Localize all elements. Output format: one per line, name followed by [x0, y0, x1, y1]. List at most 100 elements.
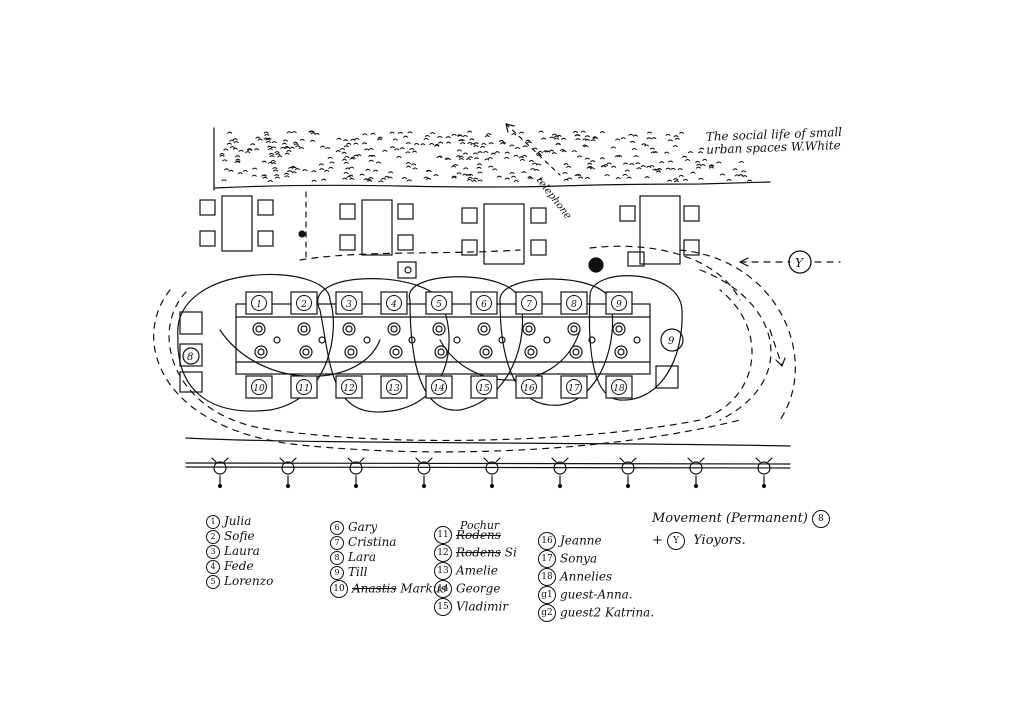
sidewalk	[185, 437, 791, 489]
yioyors-prefix: +	[652, 533, 663, 548]
yioyors-label: Yioyors.	[693, 533, 746, 548]
seat-row-top: 1 2 3 4 5 6 7 8 9	[245, 291, 633, 315]
seat: 14	[425, 375, 453, 399]
seat-number: 7	[526, 300, 532, 310]
legend-name: Lara	[348, 550, 377, 564]
legend-number: 16	[538, 532, 556, 550]
key: Movement (Permanent) 8 + Y Yioyors.	[652, 508, 834, 552]
legend-number: 17	[538, 550, 556, 568]
legend-name: guest2 Katrina.	[560, 605, 655, 620]
legend-name: Si	[504, 545, 517, 560]
svg-text:Y: Y	[795, 256, 804, 270]
legend-correction: Pochur	[460, 518, 500, 532]
legend-number: 9	[330, 565, 344, 580]
seat: 17	[560, 375, 588, 399]
legend-name: Vladimir	[456, 599, 509, 614]
legend-number: g2	[538, 604, 556, 622]
seat: 16	[515, 375, 543, 399]
seat-number: 4	[390, 300, 397, 310]
seat: 7	[515, 291, 543, 315]
seat: 15	[470, 375, 498, 399]
terrace-tables	[199, 191, 700, 279]
street-label: telephone	[534, 175, 574, 221]
legend-name: guest-Anna.	[560, 587, 633, 602]
legend-name: Sonya	[560, 551, 598, 566]
seat-number: 13	[388, 384, 400, 394]
movement-label: Movement (Permanent)	[652, 511, 808, 526]
movement-marker: 8	[812, 509, 831, 528]
seat: 4	[380, 291, 408, 315]
legend-name: Amelie	[456, 563, 498, 578]
seat-number: 17	[568, 384, 580, 394]
end-seats: 8 9	[179, 311, 684, 393]
seat-number: 12	[343, 384, 355, 394]
legend-number: g1	[538, 586, 556, 604]
legend-entry: 15 Vladimir	[434, 598, 517, 616]
seat-number: 8	[571, 300, 577, 310]
legend-entry: 16 Jeanne	[538, 532, 654, 550]
seat-number: 10	[253, 384, 265, 394]
legend-number: 13	[434, 562, 452, 580]
legend-name: Till	[348, 565, 368, 579]
seat-number: 2	[300, 300, 307, 310]
legend-name: George	[456, 581, 501, 596]
seat: 9	[605, 291, 633, 315]
legend-number: 7	[330, 535, 344, 550]
legend-number: 15	[434, 598, 452, 616]
seat-number: 18	[613, 384, 625, 394]
seat: 6	[470, 291, 498, 315]
seat: 11	[290, 375, 318, 399]
legend-entry: g1 guest-Anna.	[538, 586, 654, 604]
seat: 10	[245, 375, 273, 399]
seat-number: 11	[298, 384, 309, 394]
seat-number: 16	[523, 384, 535, 394]
legend-name: Laura	[224, 544, 260, 558]
seat: 2	[290, 291, 318, 315]
seat-number: 1	[256, 300, 262, 310]
legend-name: Annelies	[560, 569, 613, 584]
building-facade	[213, 127, 771, 191]
telephone-arrow	[505, 123, 561, 176]
seat-number: 14	[433, 384, 445, 394]
seat-number: 9	[616, 300, 622, 310]
legend-name: Julia	[224, 514, 252, 528]
seat: 1	[245, 291, 273, 315]
legend-entry: 17 Sonya	[538, 550, 654, 568]
legend-number: 11	[434, 526, 452, 544]
legend-entry: 13 Amelie	[434, 562, 517, 580]
seat: 5	[425, 291, 453, 315]
end-seat-label: 9	[668, 336, 675, 347]
yioyor-marker: Y	[788, 250, 812, 274]
legend-number: 12	[434, 544, 452, 562]
seat: 18	[605, 375, 633, 399]
legend-number: 5	[206, 574, 220, 589]
seat-number: 6	[481, 300, 487, 310]
seat: 3	[335, 291, 363, 315]
seat-row-bottom: 10 11 12 13 14 15 16 17 18	[245, 375, 633, 399]
seat: 8	[560, 291, 588, 315]
seat: 13	[380, 375, 408, 399]
seat-number: 15	[478, 384, 490, 394]
legend-number: 6	[330, 520, 344, 535]
legend-struck-name: Anastis	[352, 581, 397, 596]
seat-number: 3	[346, 300, 352, 310]
legend-name: Jeanne	[560, 533, 602, 548]
